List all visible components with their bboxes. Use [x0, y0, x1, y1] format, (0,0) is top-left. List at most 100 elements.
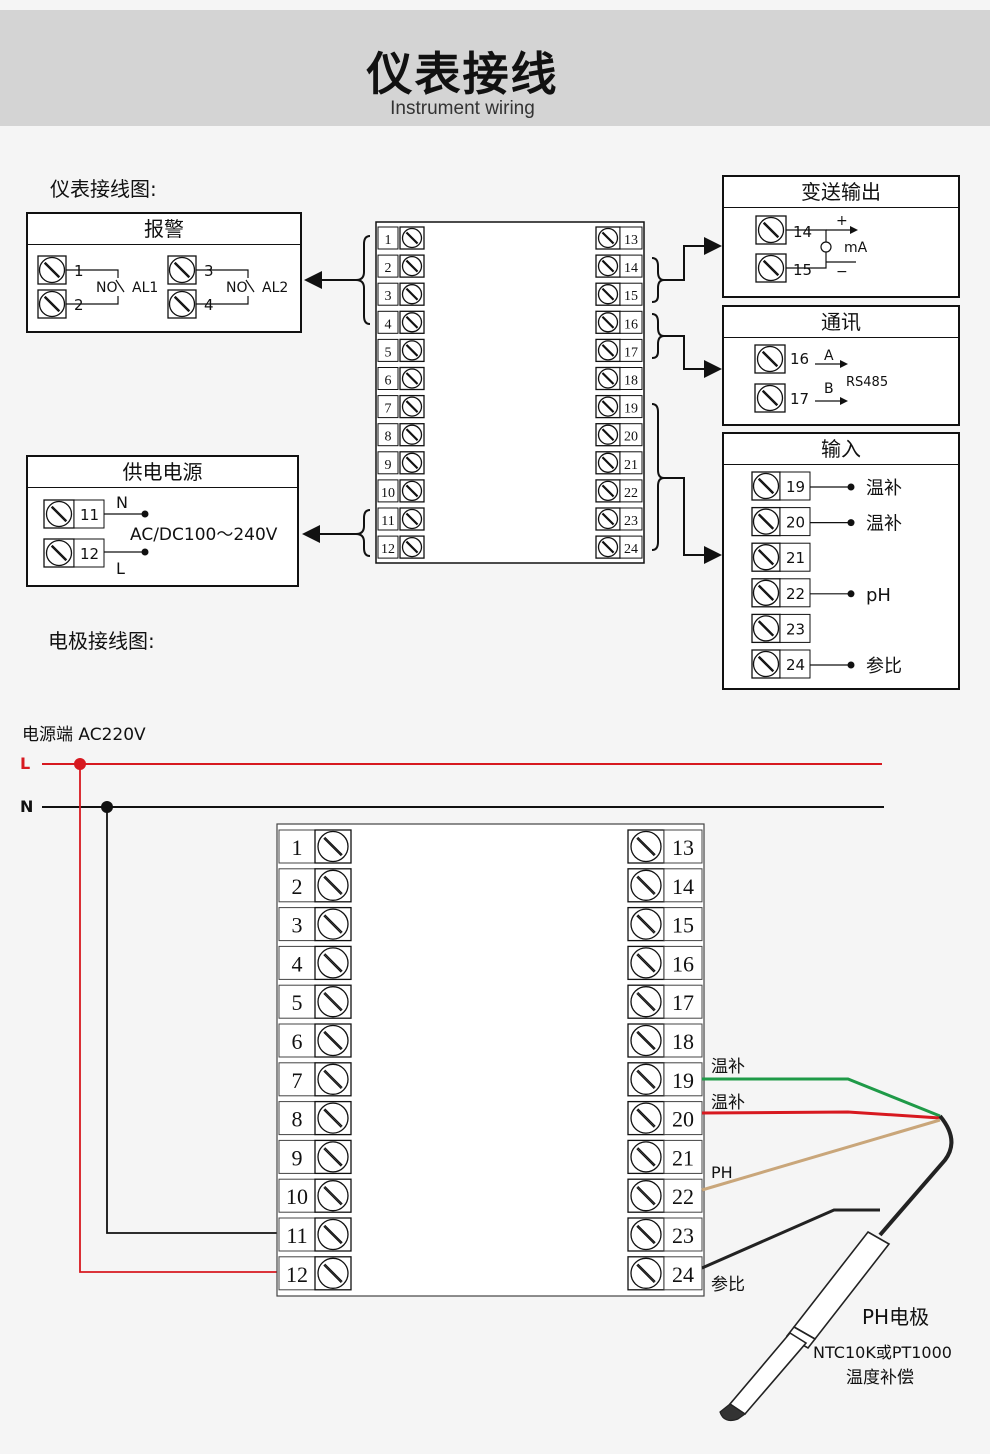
screw-slot	[602, 540, 615, 553]
screw-slot	[405, 457, 418, 470]
terminal-number-cell	[663, 1023, 703, 1058]
terminal-number-cell	[619, 395, 643, 419]
terminal-number: 12	[381, 542, 395, 557]
screw-icon	[630, 1024, 662, 1057]
terminal-number: 6	[292, 1029, 303, 1054]
terminal-number-cell	[619, 479, 643, 503]
terminal-number-cell	[779, 613, 811, 643]
terminal-number-cell	[278, 1062, 316, 1097]
screw-slot	[173, 262, 190, 279]
terminal-number: 2	[74, 296, 84, 314]
screw-slot	[637, 836, 656, 856]
terminal-number: 24	[624, 542, 638, 557]
screw-slot	[405, 344, 418, 357]
screw-icon	[317, 1257, 349, 1289]
terminal-number: 15	[793, 261, 812, 279]
terminal-number: 21	[672, 1145, 694, 1170]
screw-slot	[758, 513, 775, 529]
connection-dot	[847, 661, 855, 669]
screw-slot	[601, 541, 614, 554]
screw-slot	[637, 1186, 656, 1205]
screw-slot	[636, 1186, 655, 1206]
screw-slot	[636, 837, 655, 857]
terminal-number-cell	[278, 1139, 316, 1174]
screw-slot	[323, 837, 342, 857]
screw-slot	[602, 315, 615, 328]
terminal-number: 7	[385, 402, 392, 417]
protocol-label: RS485	[846, 375, 888, 390]
relay-contact	[100, 269, 125, 305]
screw-slot	[324, 1147, 343, 1166]
screw-slot	[637, 875, 656, 895]
screw-slot	[602, 512, 615, 525]
screw-icon	[630, 1218, 662, 1251]
screw-slot	[758, 620, 775, 636]
neutral-label: N	[116, 493, 128, 512]
wire-19-label: 温补	[711, 1057, 745, 1077]
screw-slot	[323, 1225, 342, 1245]
screw-slot	[636, 1148, 655, 1167]
live-label: L	[116, 559, 125, 578]
screw-slot	[636, 954, 655, 973]
probe-name: PH电极	[862, 1305, 929, 1329]
terminal-number-cell	[377, 254, 399, 278]
terminal-number: 20	[672, 1107, 694, 1132]
terminal-number: 10	[381, 486, 395, 501]
terminal-number: 15	[672, 913, 694, 938]
terminal-number-cell	[377, 507, 399, 531]
screw-slot	[758, 549, 775, 565]
terminal-number-cell	[377, 535, 399, 559]
screw-slot	[637, 914, 656, 933]
screw-slot	[602, 456, 615, 469]
screw-slot	[44, 295, 61, 312]
screw-slot	[406, 540, 419, 553]
terminal-number: 23	[672, 1223, 694, 1248]
terminal-number-cell	[278, 1217, 316, 1252]
probe-compensation: 温度补偿	[846, 1368, 914, 1388]
terminal-number-cell	[619, 254, 643, 278]
screw-slot	[761, 351, 778, 368]
connection-dot	[141, 548, 149, 556]
screw-slot	[763, 221, 780, 238]
terminal-number-cell	[779, 578, 811, 608]
screw-slot	[601, 429, 614, 442]
screw-slot	[762, 260, 779, 277]
screw-slot	[51, 505, 68, 522]
screw-slot	[406, 484, 419, 497]
terminal-number-cell	[663, 1139, 703, 1174]
terminal-number-cell	[278, 1023, 316, 1058]
terminal-number-cell	[619, 226, 643, 250]
screw-slot	[324, 992, 343, 1011]
screw-slot	[43, 296, 60, 313]
screw-slot	[636, 1109, 655, 1128]
screw-slot	[636, 992, 655, 1012]
terminal-number: 6	[385, 374, 392, 389]
terminal-number: 11	[286, 1223, 307, 1248]
screw-slot	[406, 259, 419, 272]
terminal-number-cell	[663, 868, 703, 903]
screw-slot	[637, 992, 656, 1011]
screw-slot	[601, 344, 614, 357]
terminal-number-cell	[377, 282, 399, 306]
minus-sign: −	[836, 264, 848, 280]
terminal-number: 22	[786, 585, 805, 603]
input-label: 温补	[866, 478, 902, 499]
terminal-number: 4	[385, 317, 392, 332]
terminal-number: 9	[385, 458, 392, 473]
screw-slot	[757, 478, 774, 495]
screw-slot	[757, 656, 774, 673]
connection-dot	[141, 510, 149, 518]
terminal-number-cell	[278, 984, 316, 1019]
screw-slot	[602, 372, 615, 385]
screw-icon	[630, 869, 662, 901]
terminal-number-cell	[663, 907, 703, 942]
arrow-icon	[840, 360, 848, 368]
terminal-number-cell	[73, 499, 105, 529]
screw-slot	[323, 1186, 342, 1206]
screw-slot	[405, 372, 418, 385]
screw-slot	[324, 1186, 343, 1205]
line-l-label: L	[20, 754, 30, 773]
terminal-number: 23	[786, 620, 805, 638]
terminal-number: 20	[786, 514, 805, 532]
